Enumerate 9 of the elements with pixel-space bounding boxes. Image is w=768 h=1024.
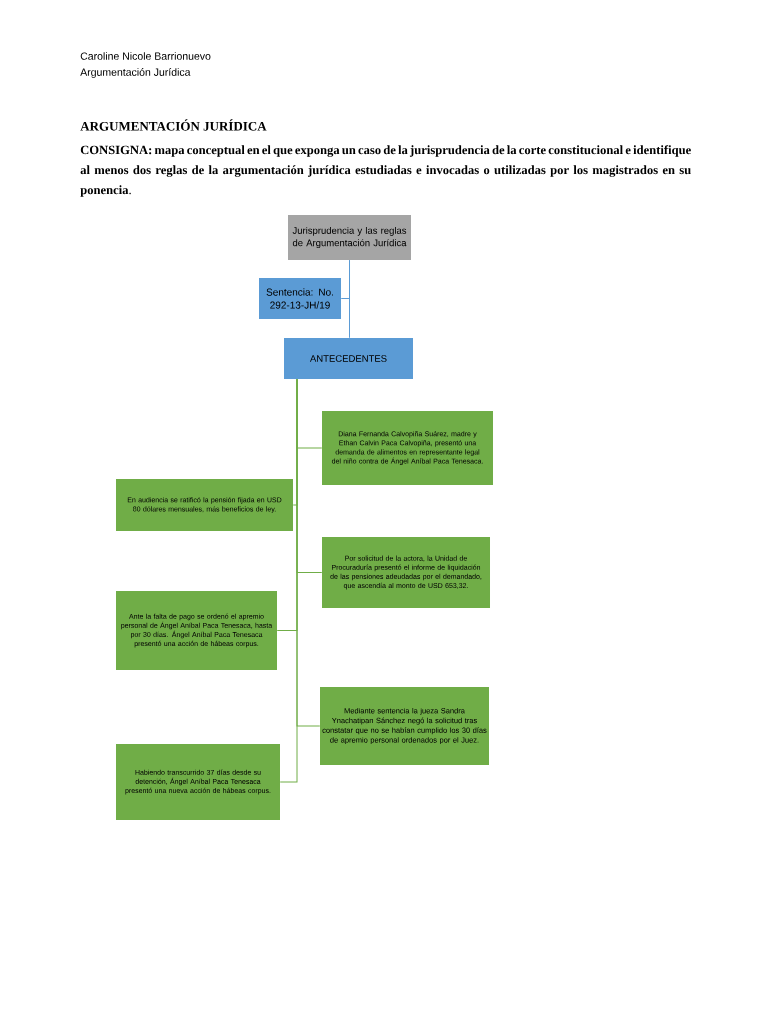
course-name: Argumentación Jurídica xyxy=(80,68,191,78)
author-name: Caroline Nicole Barrionuevo xyxy=(80,52,211,60)
connector-line xyxy=(349,259,350,339)
connector-line xyxy=(279,378,298,783)
instruction-paragraph: CONSIGNA: mapa conceptual en el que exponga un caso de la jurisprudencia de la corte constitucional e identifique al menos dos reglas de la argumentación jurídica estudiadas e invocadas o utilizadas por los magistrados en su ponencia. xyxy=(80,145,691,197)
concept-box: ANTECEDENTES xyxy=(284,338,413,379)
concept-box: Sentencia: No. 292-13-JH/19 xyxy=(259,278,341,319)
title: ARGUMENTACIÓN JURÍDICA xyxy=(80,119,267,131)
concept-box: Jurisprudencia y las reglas de Argumentación Jurídica xyxy=(288,215,411,260)
